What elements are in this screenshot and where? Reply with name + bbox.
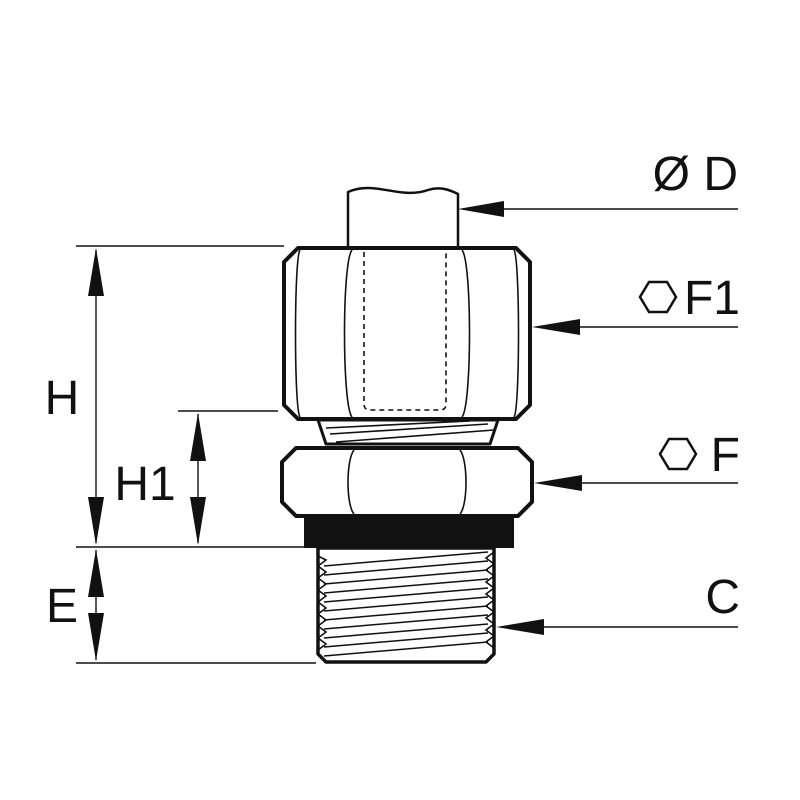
thread-line (323, 623, 489, 639)
dimension-e (88, 549, 104, 661)
leader-c (496, 619, 738, 635)
thread-line (323, 587, 489, 603)
sealing-ring (304, 514, 514, 548)
thread-line (323, 551, 489, 567)
label-thread-length: E (46, 580, 78, 633)
leader-f1 (532, 319, 738, 335)
thread-line (323, 632, 489, 648)
thread-line (323, 605, 489, 621)
label-tube-diameter: Ø D (653, 148, 738, 201)
hexagon-icon (658, 437, 698, 471)
thread-line (323, 569, 489, 585)
male-thread-c (316, 546, 496, 664)
thread-line (323, 614, 489, 630)
label-hex-nut: F1 (684, 272, 740, 325)
thread-line (323, 560, 489, 576)
hex-nut-f1 (282, 246, 532, 421)
label-body-height: H1 (114, 458, 175, 511)
hex-body-f (280, 446, 534, 518)
leader-f (534, 475, 738, 491)
label-overall-height: H (45, 372, 80, 425)
thread-line (323, 578, 489, 594)
tube (346, 186, 460, 250)
thread-line (323, 596, 489, 612)
dimension-h1 (190, 413, 206, 545)
extension-lines (76, 245, 316, 664)
neck-thread (316, 418, 500, 446)
leader-d (458, 201, 738, 217)
label-thread: C (705, 571, 740, 624)
dimension-h (88, 248, 104, 545)
hexagon-icon (638, 280, 678, 314)
thread-line (323, 641, 489, 657)
label-hex-body: F (711, 429, 740, 482)
